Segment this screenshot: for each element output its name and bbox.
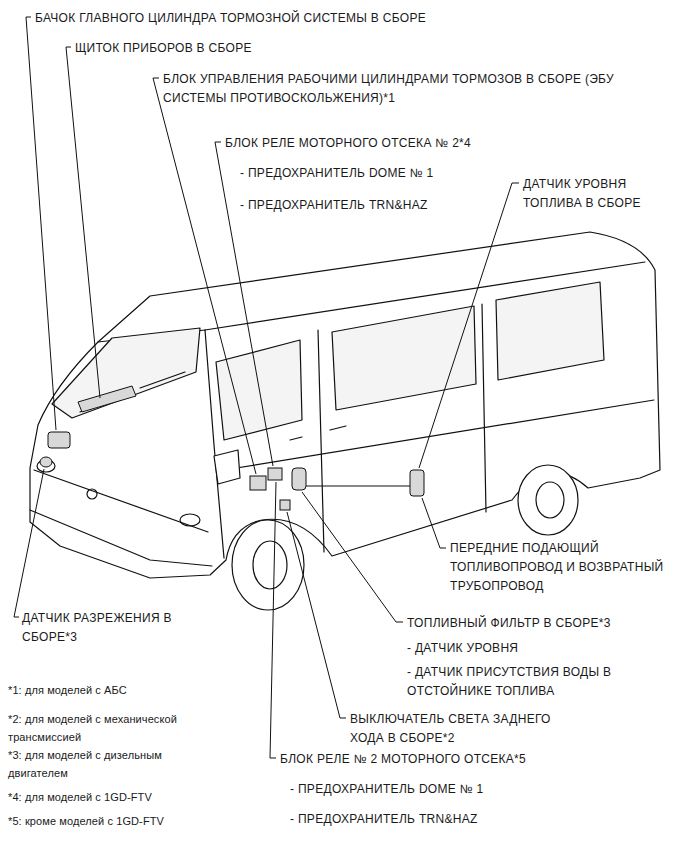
part-label: БЛОК УПРАВЛЕНИЯ РАБОЧИМИ ЦИЛИНДРАМИ ТОРМ… [163,70,623,108]
part-label: ВЫКЛЮЧАТЕЛЬ СВЕТА ЗАДНЕГО ХОДА В СБОРЕ*2 [350,710,575,748]
fuse-label: - ПРЕДОХРАНИТЕЛЬ TRN&HAZ [290,810,478,829]
leader-line [14,469,44,617]
side-line [224,400,654,470]
leader-line [66,47,100,398]
part-label: БЛОК РЕЛЕ МОТОРНОГО ОТСЕКА № 2*4 [225,134,471,153]
leader-line [215,142,273,466]
fuel-filter [292,468,306,490]
leader-line [302,492,403,622]
leader-line [26,17,56,430]
part-label: БАЧОК ГЛАВНОГО ЦИЛИНДРА ТОРМОЗНОЙ СИСТЕМ… [35,9,426,28]
instrument-panel [78,386,136,412]
sub-label: - ДАТЧИК УРОВНЯ [407,639,518,658]
rear-wheel-hub [536,482,564,518]
leader-line [419,183,519,468]
mirror [214,450,240,484]
backup-switch [280,500,290,510]
relay-block [268,468,282,480]
fuel-sender [410,470,424,496]
leader-line [270,482,276,758]
footnote: *5: кроме моделей с 1GD-FTV [8,812,164,830]
leader-line [287,512,346,718]
fuse-label: - ПРЕДОХРАНИТЕЛЬ DOME № 1 [240,164,434,183]
part-label: ПЕРЕДНИЕ ПОДАЮЩИЙ ТОПЛИВОПРОВОД И ВОЗВРА… [450,539,682,596]
leader-line [422,498,446,548]
front-wheel-hub [253,541,287,589]
part-label: ЩИТОК ПРИБОРОВ В СБОРЕ [75,39,252,58]
rear-window [496,282,604,380]
fuel-pipe [306,486,410,487]
sub-label: - ДАТЧИК ПРИСУТСТВИЯ ВОДЫ В ОТСТОЙНИКЕ Т… [407,663,627,701]
headlight [180,514,200,526]
emblem [87,489,97,499]
part-label: ДАТЧИК УРОВНЯ ТОПЛИВА В СБОРЕ [523,175,668,213]
brake-reservoir [48,432,70,448]
rear-wheel [518,465,578,535]
footnote: *1: для моделей с АБС [8,681,127,699]
abs-actuator [250,476,266,490]
vacuum-sensor [40,457,52,467]
door-handle [290,426,346,440]
footnote: *4: для моделей с 1GD-FTV [8,788,152,806]
fuse-label: - ПРЕДОХРАНИТЕЛЬ TRN&HAZ [240,196,428,215]
windshield [52,328,200,418]
van-body [30,232,660,578]
footnote: *3: для моделей с дизельным двигателем [8,746,213,782]
part-label: ТОПЛИВНЫЙ ФИЛЬТР В СБОРЕ*3 [407,614,611,633]
footnote: *2: для моделей с механической трансмисс… [8,710,213,746]
part-label: БЛОК РЕЛЕ № 2 МОТОРНОГО ОТСЕКА*5 [280,750,526,769]
fuse-label: - ПРЕДОХРАНИТЕЛЬ DOME № 1 [290,780,484,799]
front-wheel [232,520,304,610]
bumper [30,510,212,566]
part-label: ДАТЧИК РАЗРЕЖЕНИЯ В СБОРЕ*3 [22,609,174,647]
